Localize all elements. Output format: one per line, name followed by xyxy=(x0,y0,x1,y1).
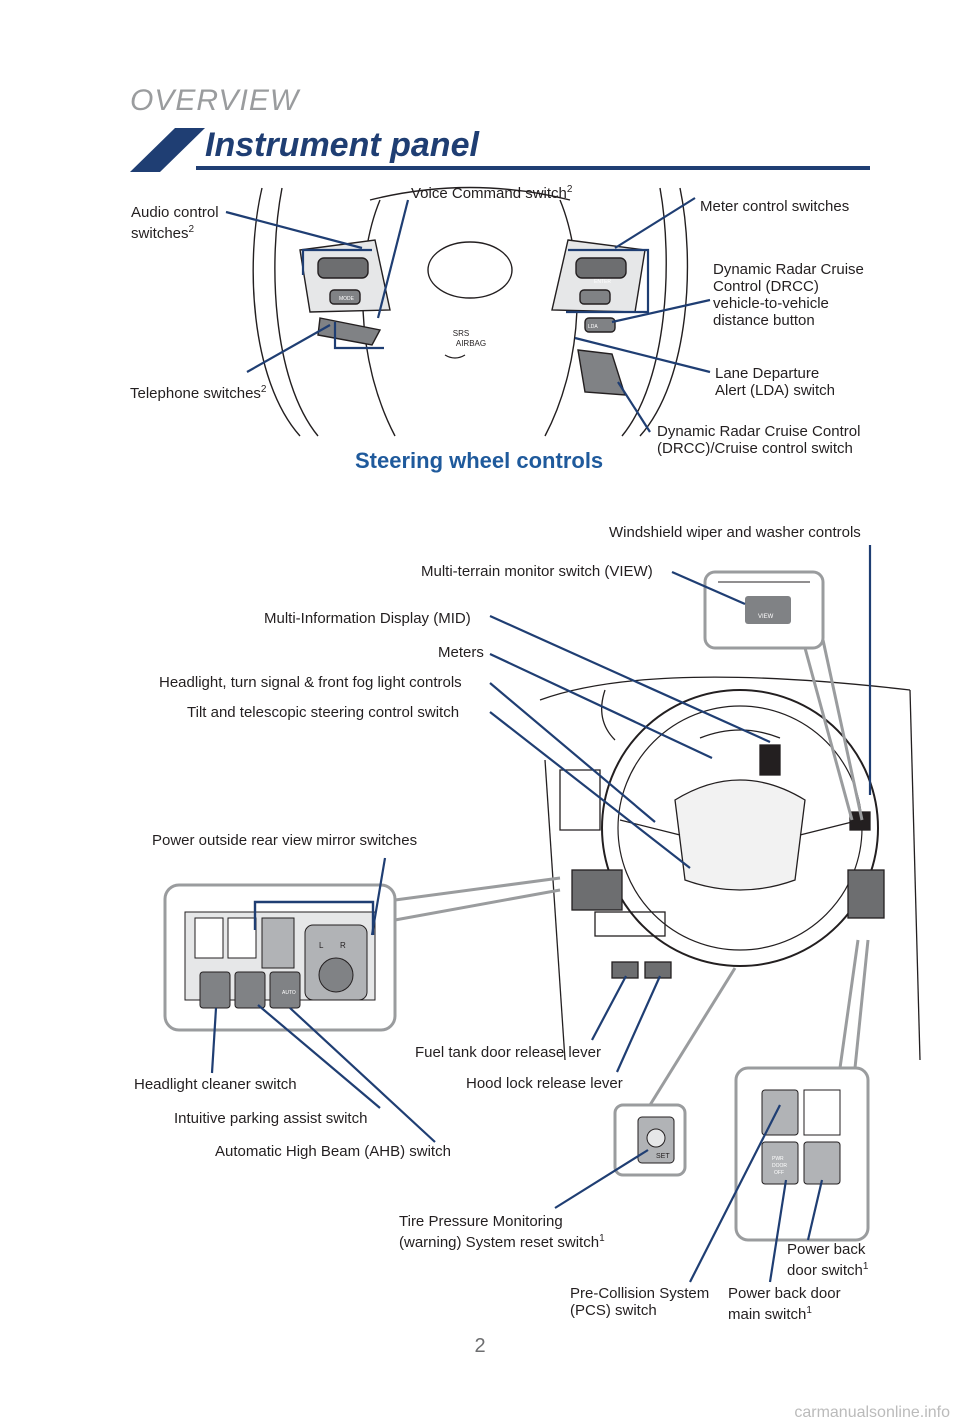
svg-text:L: L xyxy=(319,941,324,950)
mirror-inset-content xyxy=(184,900,376,1009)
title-bar xyxy=(130,128,870,172)
svg-text:DOOR: DOOR xyxy=(772,1163,787,1169)
dashboard-drawing xyxy=(539,676,921,1061)
view-inset-content xyxy=(718,581,810,624)
svg-text:R: R xyxy=(340,941,346,950)
svg-text:VIEW: VIEW xyxy=(758,614,774,620)
section-label: OVERVIEW xyxy=(130,84,300,117)
svg-text:ENTER: ENTER xyxy=(594,279,611,285)
page-title: Instrument panel xyxy=(205,126,479,164)
label-tpms: Tire Pressure Monitoring(warning) System… xyxy=(399,1213,605,1251)
svg-text:AUTO: AUTO xyxy=(282,990,296,996)
label-mid: Multi-Information Display (MID) xyxy=(264,610,471,627)
steering-leader-lines xyxy=(225,197,711,433)
label-hood: Hood lock release lever xyxy=(466,1075,623,1092)
page-number: 2 xyxy=(474,1335,486,1357)
label-tilt: Tilt and telescopic steering control swi… xyxy=(187,704,460,721)
label-telephone: Telephone switches2 xyxy=(130,384,267,402)
label-ahb: Automatic High Beam (AHB) switch xyxy=(215,1143,451,1160)
button-marks: SRS AIRBAG MODE ENTER LDA VIEW SET AUTO … xyxy=(282,279,787,1176)
svg-text:LDA: LDA xyxy=(588,324,598,330)
watermark: carmanualsonline.info xyxy=(794,1404,950,1421)
svg-text:OFF: OFF xyxy=(774,1170,784,1176)
svg-text:SET: SET xyxy=(656,1153,670,1160)
steering-heading: Steering wheel controls xyxy=(355,448,604,473)
svg-text:PWR: PWR xyxy=(772,1156,784,1162)
inset-panels xyxy=(163,570,870,1242)
label-drcc-cruise: Dynamic Radar Cruise Control(DRCC)/Cruis… xyxy=(657,423,861,457)
label-parking: Intuitive parking assist switch xyxy=(174,1110,368,1127)
label-cleaner: Headlight cleaner switch xyxy=(134,1076,297,1093)
label-meters: Meters xyxy=(438,644,484,661)
label-fuel: Fuel tank door release lever xyxy=(415,1044,601,1061)
label-mirror: Power outside rear view mirror switches xyxy=(152,832,418,849)
label-meter-control: Meter control switches xyxy=(700,198,850,215)
svg-text:AIRBAG: AIRBAG xyxy=(456,339,486,348)
label-headlight: Headlight, turn signal & front fog light… xyxy=(159,674,462,691)
dashboard-leader-lines xyxy=(210,545,872,1283)
label-voice-command: Voice Command switch2 xyxy=(411,184,573,202)
label-view: Multi-terrain monitor switch (VIEW) xyxy=(421,563,653,580)
label-pcs: Pre-Collision System(PCS) switch xyxy=(570,1285,710,1319)
svg-text:MODE: MODE xyxy=(339,296,355,302)
label-wiper: Windshield wiper and washer controls xyxy=(609,524,861,541)
svg-text:SRS: SRS xyxy=(453,329,469,338)
steering-callout-boxes xyxy=(301,248,650,350)
